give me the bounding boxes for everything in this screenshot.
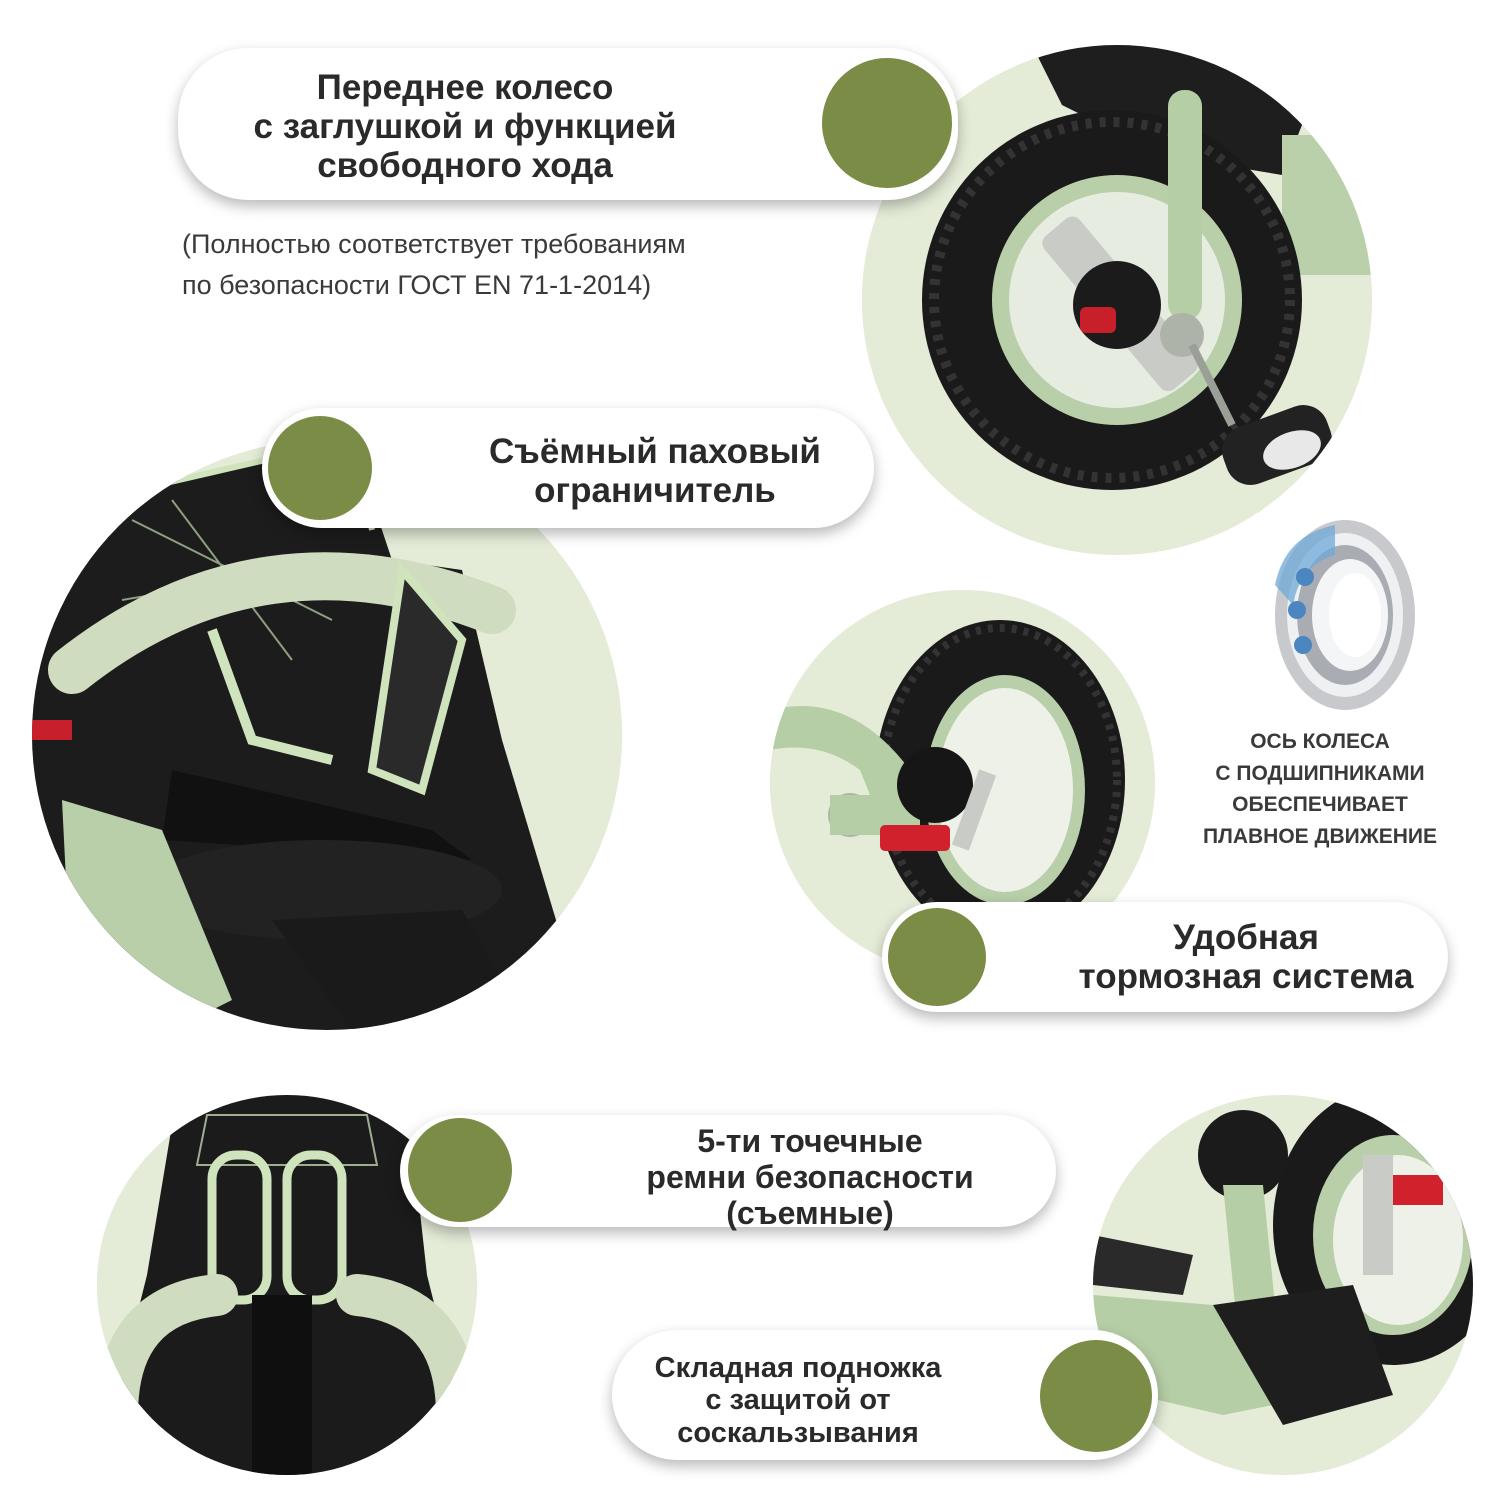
groin-limiter-line-2: ограничитель [534, 471, 776, 511]
front-wheel-dot-icon [822, 58, 952, 188]
bearing-illustration [1275, 520, 1415, 710]
bearing-line-3: ОБЕСПЕЧИВАЕТ [1232, 793, 1408, 816]
footrest-line-3: соскальзывания [677, 1416, 919, 1449]
footrest-title: Складная подножка с защитой от соскальзы… [620, 1352, 976, 1449]
bearing-photo [1255, 515, 1425, 715]
bearing-line-2: С ПОДШИПНИКАМИ [1215, 761, 1425, 785]
groin-limiter-dot-icon [268, 416, 372, 520]
bearing-caption: ОСЬ КОЛЕСА С ПОДШИПНИКАМИ ОБЕСПЕЧИВАЕТ П… [1170, 726, 1470, 852]
footrest-photo [1093, 1095, 1473, 1475]
bearing-line-4: ПЛАВНОЕ ДВИЖЕНИЕ [1203, 824, 1437, 848]
belts-line-1: 5-ти точечные [697, 1123, 923, 1159]
brake-wheel-photo [770, 590, 1155, 975]
safety-note-line-1: (Полностью соответствует требованиям [182, 229, 686, 259]
brake-title: Удобная тормозная система [1048, 918, 1444, 996]
front-wheel-title: Переднее колесо с заглушкой и функцией с… [190, 68, 740, 186]
belts-line-2: ремни безопасности [646, 1158, 974, 1195]
footrest-line-2: с защитой от [705, 1384, 891, 1417]
brake-line-1: Удобная [1173, 918, 1319, 957]
seat-limiter-photo [32, 440, 622, 1030]
front-wheel-line-3: свободного хода [317, 146, 613, 186]
belts-line-3: (съемные) [726, 1194, 894, 1231]
safety-note: (Полностью соответствует требованиям по … [182, 224, 842, 305]
front-wheel-photo [862, 45, 1372, 555]
groin-limiter-line-1: Съёмный паховый [489, 432, 821, 471]
footrest-line-1: Складная подножка [654, 1352, 942, 1384]
seat-limiter-illustration [32, 440, 622, 1030]
belts-dot-icon [408, 1118, 512, 1222]
front-wheel-illustration [862, 45, 1372, 555]
footrest-dot-icon [1040, 1340, 1152, 1452]
bearing-line-1: ОСЬ КОЛЕСА [1250, 730, 1390, 753]
front-wheel-line-1: Переднее колесо [316, 68, 614, 107]
belts-illustration [97, 1095, 477, 1475]
belts-title: 5-ти точечные ремни безопасности (съемны… [560, 1123, 1060, 1231]
brake-line-2: тормозная система [1078, 957, 1414, 997]
brake-dot-icon [888, 908, 986, 1006]
safety-note-line-2: по безопасности ГОСТ EN 71-1-2014) [182, 269, 652, 300]
belts-photo [97, 1095, 477, 1475]
groin-limiter-title: Съёмный паховый ограничитель [440, 432, 870, 510]
footrest-illustration [1093, 1095, 1473, 1475]
front-wheel-line-2: с заглушкой и функцией [253, 107, 677, 147]
